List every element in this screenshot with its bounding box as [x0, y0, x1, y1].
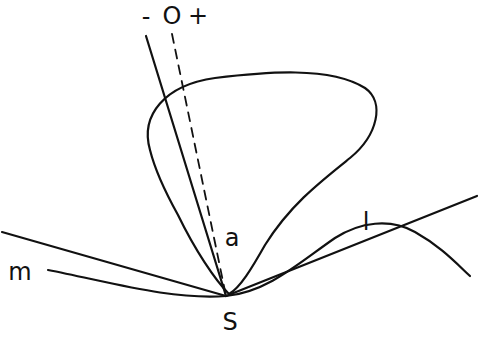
plus-sign: +	[188, 4, 208, 28]
dashed-normal	[172, 34, 226, 296]
tangent-l	[226, 196, 477, 296]
surface-curve	[48, 223, 470, 296]
origin-label: O	[163, 4, 182, 28]
axis-line	[146, 36, 226, 296]
tangent-label: l	[363, 210, 370, 234]
minus-sign: -	[142, 5, 151, 29]
angle-label: a	[225, 226, 240, 250]
tangent-label: m	[8, 260, 31, 284]
point-label: S	[222, 310, 237, 334]
drop-outline	[148, 72, 377, 294]
tangent-m	[2, 232, 226, 296]
